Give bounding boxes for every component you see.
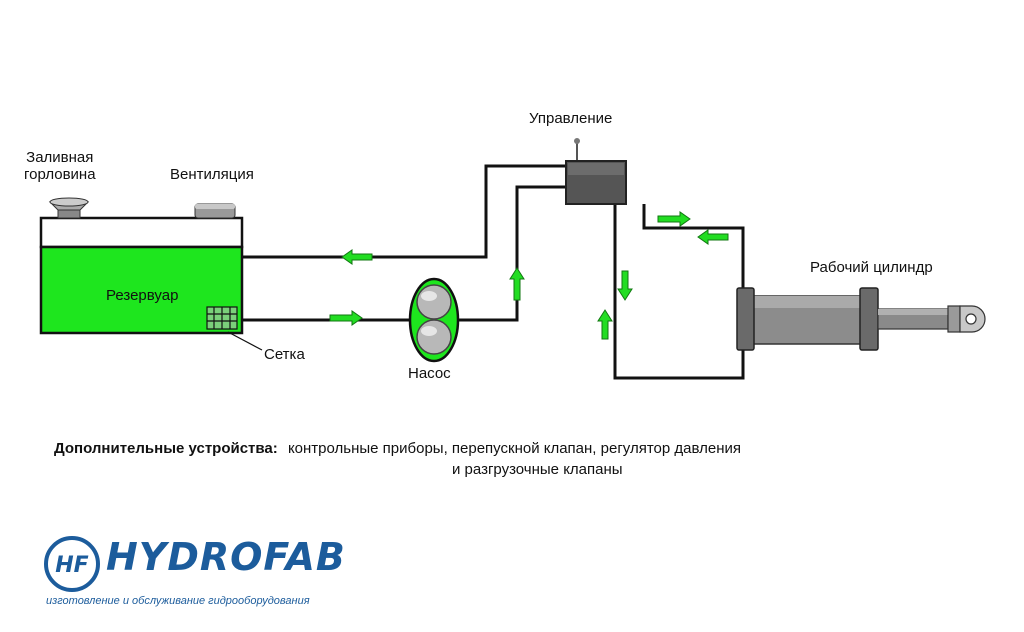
arrow-icon (657, 211, 691, 227)
filler-cap-icon (48, 197, 90, 219)
flow-arrows (329, 211, 729, 340)
note-line2: и разгрузочные клапаны (452, 461, 623, 478)
logo-wordmark: HYDROFAB (106, 535, 346, 579)
pressure-pipe (456, 185, 566, 322)
pump-icon (408, 277, 460, 363)
cylinder-line-b (613, 204, 745, 380)
note-line1: Дополнительные устройства: контрольные п… (54, 440, 741, 457)
hydrofab-logo: HF HYDROFAB изготовление и обслуживание … (44, 532, 346, 612)
note-line1-text: контрольные приборы, перепускной клапан,… (287, 440, 741, 457)
reservoir-label: Резервуар (106, 287, 179, 304)
cylinder-label: Рабочий цилиндр (810, 259, 933, 276)
filler-label-line2: горловина (24, 166, 96, 183)
arrow-icon (697, 229, 729, 245)
strainer-icon (206, 306, 238, 330)
filler-label-line1: Заливная (26, 149, 94, 166)
arrow-icon (617, 270, 633, 301)
hf-badge-icon: HF (44, 536, 100, 592)
strainer-leader (227, 331, 263, 351)
arrow-icon (509, 267, 525, 301)
logo-badge-text: HF (55, 553, 88, 578)
note-bold-prefix: Дополнительные устройства: (54, 440, 278, 457)
pump-label: Насос (408, 365, 451, 382)
reservoir (39, 197, 263, 351)
cylinder-line-a (642, 204, 745, 290)
vent-label: Вентиляция (170, 166, 254, 183)
pipes (238, 164, 745, 380)
arrow-icon (597, 309, 613, 340)
vent-cap-icon (194, 203, 236, 219)
control-label: Управление (529, 110, 613, 127)
cylinder-icon (736, 287, 986, 351)
arrow-icon (341, 249, 373, 265)
filler-label: Заливная горловина (24, 149, 96, 183)
logo-tagline: изготовление и обслуживание гидрооборудо… (46, 595, 310, 607)
strainer-label: Сетка (264, 346, 305, 363)
arrow-icon (329, 310, 363, 326)
control-valve-icon (565, 138, 627, 205)
